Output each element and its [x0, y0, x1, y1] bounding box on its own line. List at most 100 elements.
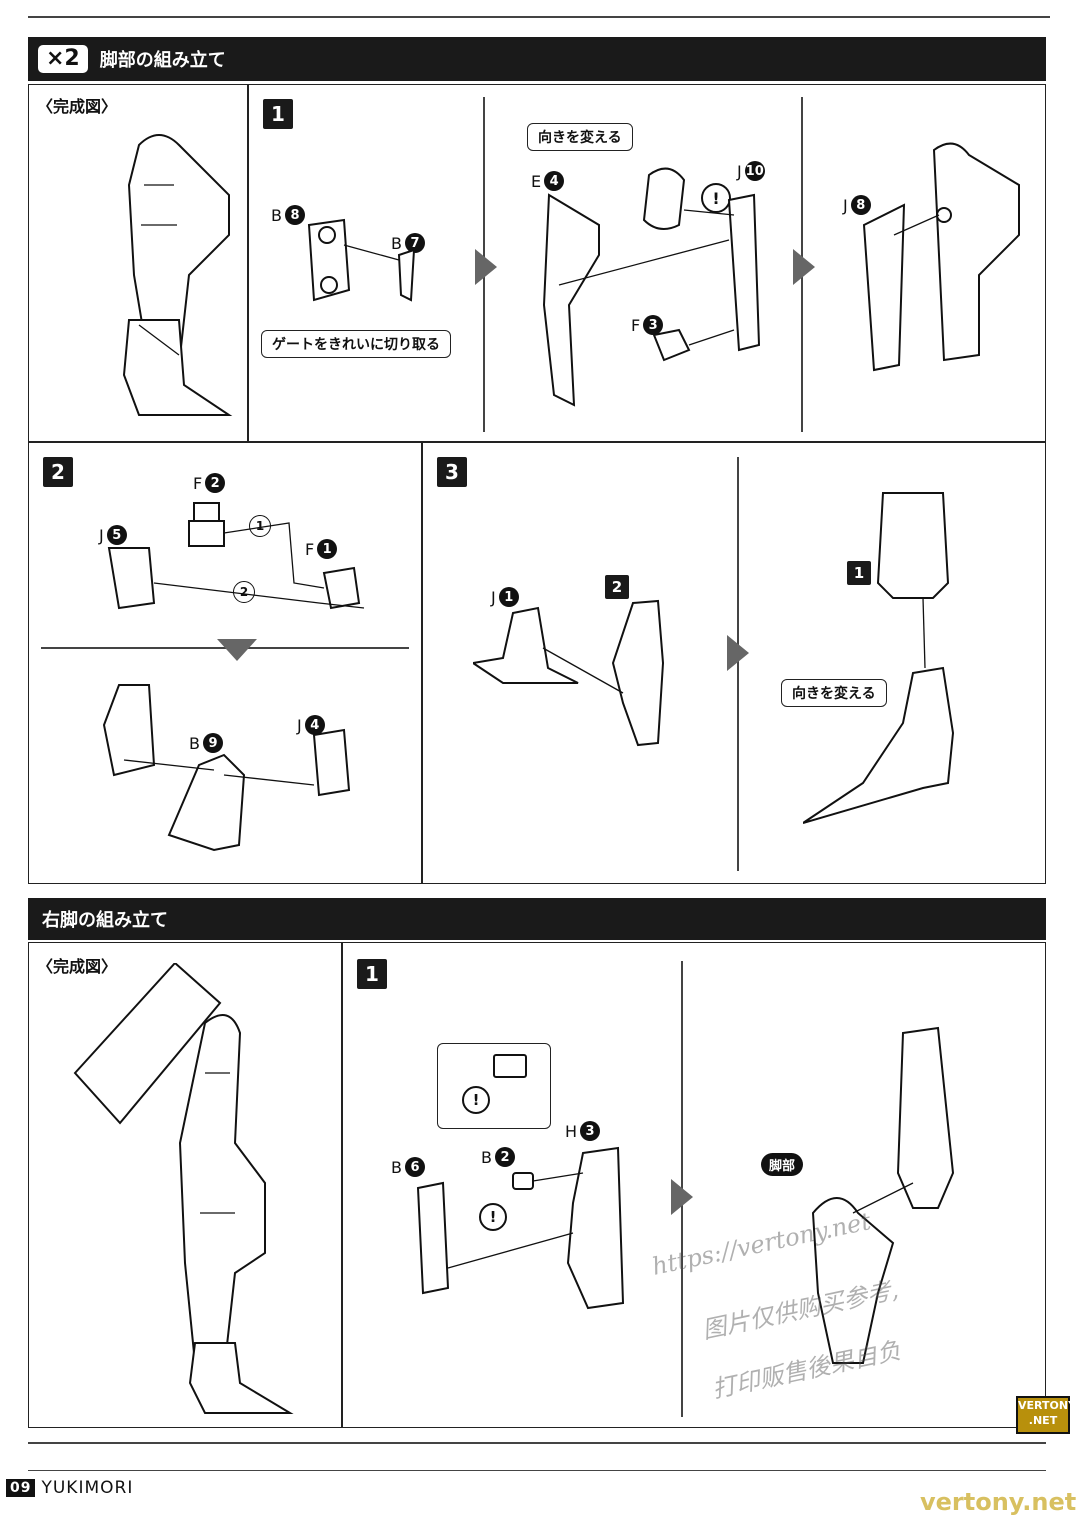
part-letter: F	[631, 315, 641, 335]
part-number: 7	[404, 233, 425, 253]
caution-icon: !	[462, 1086, 490, 1114]
section-header-right-leg: 右脚の組み立て	[28, 898, 1046, 940]
note-change-orientation: 向きを変える	[527, 123, 633, 151]
parts-j1-assembly-illustration	[473, 599, 665, 747]
completed-right-leg-illustration	[73, 963, 294, 1414]
flow-arrow-right-icon	[671, 1179, 693, 1215]
flow-arrow-right-icon	[475, 249, 497, 285]
part-number: 9	[202, 733, 223, 753]
order-marker-2: 2	[233, 581, 255, 603]
flow-arrow-right-icon	[793, 249, 815, 285]
part-letter: B	[391, 1157, 402, 1177]
caution-icon: !	[479, 1203, 507, 1231]
footer-rule	[28, 1442, 1046, 1444]
part-letter: B	[271, 205, 282, 225]
quantity-badge: ×2	[38, 45, 88, 73]
step-number: 2	[43, 457, 73, 487]
right-leg-step1-result-illustration	[811, 1026, 955, 1364]
sub-assembly-2-marker: 2	[605, 575, 629, 599]
flow-arrow-right-icon	[727, 635, 749, 671]
completed-leg-illustration	[122, 134, 233, 416]
part-number: 1	[498, 587, 519, 607]
brand-name: YUKIMORI	[41, 1478, 134, 1498]
parts-f2-j5-f1-illustration	[107, 502, 365, 610]
step-number: 1	[357, 959, 387, 989]
parts-e4-j10-f3-illustration	[542, 167, 761, 407]
completed-view-panel: 〈完成図〉	[28, 84, 248, 442]
sub-assembly-1-marker: 1	[847, 561, 871, 585]
completed-caption: 〈完成図〉	[37, 97, 118, 116]
part-number: 1	[317, 539, 338, 559]
badge-top: VERTONY	[1018, 1399, 1077, 1412]
part-number: 6	[404, 1157, 425, 1177]
part-letter: B	[481, 1147, 492, 1167]
watermark-badge: VERTONY .NET	[1016, 1396, 1077, 1434]
parts-b8-b7-illustration	[307, 218, 416, 302]
part-number: 2	[494, 1147, 515, 1167]
parts-b6-b2-h3-illustration	[416, 1146, 625, 1310]
footer-rule-2	[28, 1470, 1046, 1471]
part-letter: J	[737, 161, 742, 181]
watermark-bottom-url: vertony.net	[920, 1488, 1077, 1516]
section-title: 右脚の組み立て	[42, 910, 168, 931]
part-letter: J	[99, 525, 104, 545]
completed-right-leg-panel: 〈完成図〉	[28, 942, 342, 1428]
page-number: 09	[6, 1479, 36, 1497]
step-number: 1	[263, 99, 293, 129]
part-letter: J	[491, 587, 496, 607]
part-letter: E	[531, 171, 542, 191]
section-header-leg: ×2 脚部の組み立て	[28, 37, 1046, 81]
detail-callout-box: !	[437, 1043, 551, 1129]
leg-part-tag: 脚部	[761, 1153, 804, 1176]
part-number: 3	[580, 1121, 601, 1141]
part-letter: F	[193, 473, 203, 493]
part-letter: F	[305, 539, 315, 559]
part-number: 4	[304, 715, 325, 735]
step3-result-illustration	[803, 492, 955, 824]
parts-b9-j4-illustration	[102, 684, 351, 852]
cap-part-detail	[493, 1054, 527, 1078]
step1-result-illustration	[862, 142, 1020, 372]
caution-icon: !	[701, 183, 731, 213]
part-number: 8	[850, 195, 871, 215]
part-letter: J	[843, 195, 848, 215]
completed-caption: 〈完成図〉	[37, 957, 118, 976]
flow-arrow-down-icon	[217, 639, 257, 661]
badge-bottom: .NET	[1028, 1414, 1058, 1427]
note-cut-gate: ゲートをきれいに切り取る	[261, 330, 451, 358]
part-letter: B	[189, 733, 200, 753]
note-change-orientation: 向きを変える	[781, 679, 887, 707]
part-number: 2	[205, 473, 226, 493]
part-letter: B	[391, 233, 402, 253]
section-title: 脚部の組み立て	[99, 50, 226, 71]
part-number: 10	[744, 161, 765, 181]
part-letter: H	[565, 1121, 578, 1141]
top-rule	[28, 16, 1050, 18]
part-number: 3	[643, 315, 664, 335]
part-number: 4	[544, 171, 565, 191]
part-number: 5	[106, 525, 127, 545]
part-letter: J	[297, 715, 302, 735]
footer: 09 YUKIMORI	[6, 1478, 133, 1498]
step-number: 3	[437, 457, 467, 487]
part-number: 8	[284, 205, 305, 225]
